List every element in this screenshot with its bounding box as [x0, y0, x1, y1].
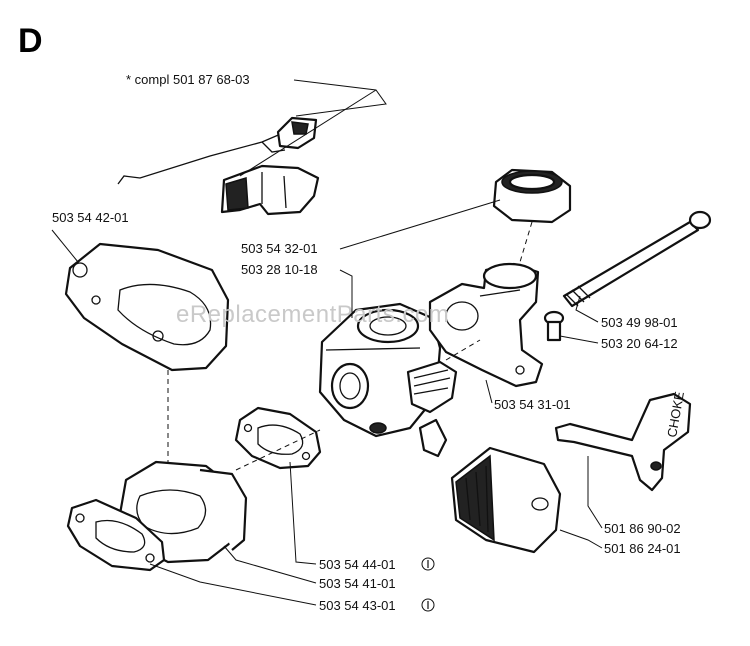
- label-503-54-42-01: 503 54 42-01: [52, 210, 129, 225]
- flange-gasket-small: [234, 406, 322, 470]
- long-screw: [562, 210, 712, 308]
- circled-one-icon: [421, 557, 435, 571]
- plate-gasket: [64, 242, 230, 372]
- leader-lines: [51, 79, 603, 606]
- assembly-axes: [167, 221, 533, 471]
- label-503-49-98-01: 503 49 98-01: [601, 315, 678, 330]
- small-screw: [543, 310, 565, 342]
- flange-gasket-large: [66, 498, 166, 572]
- choke-lever: CHOKE: [554, 390, 692, 492]
- label-501-86-24-01: 501 86 24-01: [604, 541, 681, 556]
- label-503-54-31-01: 503 54 31-01: [494, 397, 571, 412]
- label-503-28-10-18: 503 28 10-18: [241, 262, 318, 277]
- section-letter: D: [18, 22, 43, 60]
- carburetor: [318, 302, 458, 458]
- throttle-rod-assembly: [117, 116, 320, 216]
- circled-one-icon: [421, 598, 435, 612]
- label-503-54-41-01: 503 54 41-01: [319, 576, 396, 591]
- intake-manifold: [428, 262, 544, 388]
- label-503-54-32-01: 503 54 32-01: [241, 241, 318, 256]
- label-503-54-44-01: 503 54 44-01: [319, 557, 396, 572]
- watermark: eReplacementParts.com: [176, 301, 449, 328]
- rubber-boot: [492, 168, 572, 224]
- label-501-86-90-02: 501 86 90-02: [604, 521, 681, 536]
- air-filter: [450, 446, 562, 554]
- label-503-54-43-01: 503 54 43-01: [319, 598, 396, 613]
- label-503-20-64-12: 503 20 64-12: [601, 336, 678, 351]
- label-compl: * compl 501 87 68-03: [126, 72, 250, 87]
